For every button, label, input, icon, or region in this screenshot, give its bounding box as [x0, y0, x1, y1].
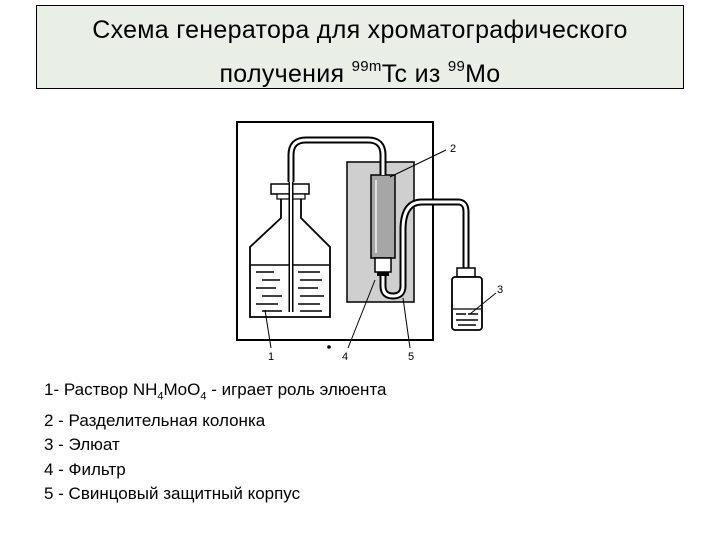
leader-lines [264, 149, 497, 349]
label-1: 1 [268, 351, 274, 363]
label-3: 3 [497, 284, 503, 296]
title-line-1: Схема генератора для хроматографического [92, 16, 628, 44]
legend-item-1: 1- Раствор NH4MoO4 - играет роль элюента [44, 380, 387, 403]
tc-symbol: Tc [381, 60, 408, 88]
legend: 1- Раствор NH4MoO4 - играет роль элюента… [44, 378, 387, 507]
mo-isotope-mass: 99 [447, 58, 466, 75]
label-4: 4 [342, 351, 348, 363]
legend-item-4: 4 - Фильтр [44, 459, 126, 479]
mo-symbol: Mo [465, 60, 501, 88]
filter [374, 257, 392, 273]
label-5: 5 [408, 351, 414, 363]
title-line-2: получения 99mTc из 99Mo [37, 58, 683, 89]
eluent-bottle [249, 182, 331, 318]
tc-isotope-mass: 99m [351, 58, 382, 75]
legend-item-5: 5 - Свинцовый защитный корпус [44, 484, 301, 504]
title-middle: из [407, 60, 448, 88]
legend-item-2: 2 - Разделительная колонка [44, 410, 266, 430]
legend-item-3: 3 - Элюат [44, 435, 120, 455]
generator-frame [236, 121, 434, 341]
separation-column [370, 174, 396, 259]
title-banner: Схема генератора для хроматографического… [36, 5, 684, 89]
title-prefix: получения [219, 60, 352, 88]
eluate-vial [451, 267, 483, 331]
label-2: 2 [450, 143, 456, 155]
